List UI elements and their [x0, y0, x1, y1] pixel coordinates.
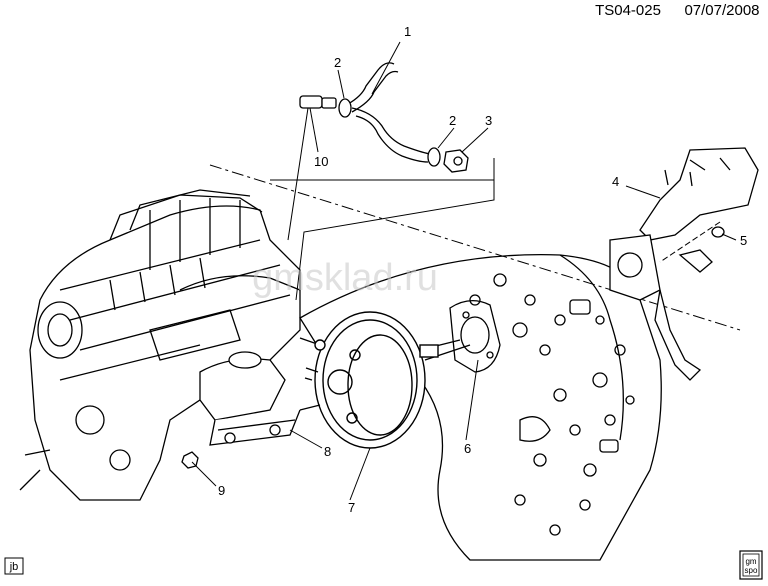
booster-gasket [449, 300, 501, 373]
centerline [209, 164, 741, 331]
bracket-nut [711, 226, 725, 238]
callout-2-lower: 2 [449, 113, 456, 128]
master-cylinder [199, 351, 321, 446]
leader-lines [191, 41, 737, 501]
callout-4: 4 [612, 174, 619, 189]
hose-clamp-lower [427, 147, 441, 167]
engine [19, 189, 301, 501]
gm-spo-logo: gm spo [739, 550, 763, 580]
corner-tag: jb [9, 561, 19, 573]
centerline-5 [659, 221, 721, 263]
leader-box-1 [270, 179, 495, 301]
callout-7: 7 [348, 500, 355, 515]
logo-text-top: gm [745, 557, 756, 566]
logo-text-bottom: spo [745, 566, 758, 575]
leader-10-box [287, 107, 309, 241]
callout-3: 3 [485, 113, 492, 128]
callout-5: 5 [740, 233, 747, 248]
callout-9: 9 [218, 483, 225, 498]
watermark: gmsklad.ru [252, 257, 438, 299]
callout-8: 8 [324, 444, 331, 459]
vacuum-fitting [299, 95, 337, 109]
pedal-bracket [609, 147, 759, 381]
vacuum-hose [347, 62, 431, 163]
callout-1: 1 [404, 24, 411, 39]
callout-2-upper: 2 [334, 55, 341, 70]
diagram-date: 07/07/2008 [684, 2, 759, 19]
diagram-id: TS04-025 [595, 2, 661, 19]
hose-clamp-upper [338, 98, 352, 118]
check-valve [443, 149, 469, 173]
brake-booster [299, 311, 471, 449]
callout-10: 10 [314, 154, 328, 169]
callout-6: 6 [464, 441, 471, 456]
corner-tag-box [4, 557, 24, 575]
